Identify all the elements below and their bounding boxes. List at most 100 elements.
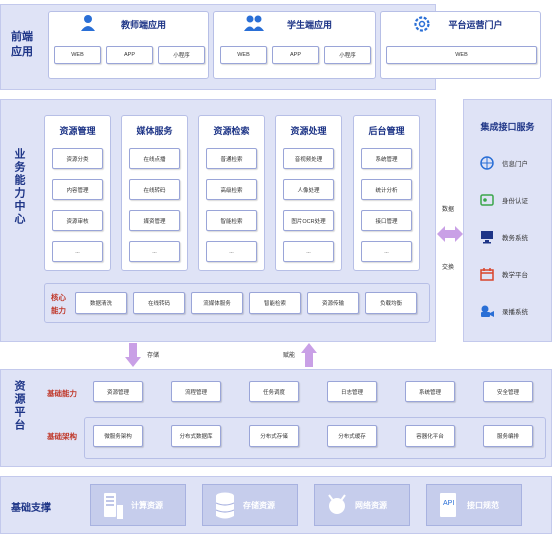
foundation-item-label: 网络资源 — [355, 501, 387, 510]
empower-label: 赋能 — [283, 353, 296, 359]
business-item-button[interactable]: ... — [283, 241, 334, 262]
business-card-title: 媒体服务 — [136, 126, 173, 136]
foundation-item[interactable]: 存储资源 — [202, 484, 298, 526]
core-capability-button[interactable]: 在线转码 — [133, 292, 185, 314]
architecture-button[interactable]: 微服务架构 — [93, 425, 143, 447]
integration-item-label: 身份认证 — [502, 198, 528, 205]
business-item-button[interactable]: ... — [129, 241, 180, 262]
business-item-button[interactable]: 系统管理 — [361, 148, 412, 169]
network-icon — [328, 494, 346, 514]
globe-icon — [480, 156, 494, 170]
foundation-title: 基础支撑 — [11, 503, 51, 514]
business-item-button[interactable]: 内容管理 — [52, 179, 103, 200]
teacher-miniprogram-button[interactable]: 小程序 — [158, 46, 205, 64]
capability-button[interactable]: 任务调度 — [249, 381, 299, 402]
operation-portal-title: 平台运营门户 — [448, 20, 503, 30]
student-app-card: 学生端应用 WEB APP 小程序 — [213, 11, 376, 79]
business-item-button[interactable]: 资源分类 — [52, 148, 103, 169]
foundation-item[interactable]: 网络资源 — [314, 484, 410, 526]
student-web-button[interactable]: WEB — [220, 46, 267, 64]
camera-icon — [481, 305, 494, 317]
student-app-button[interactable]: APP — [272, 46, 319, 64]
business-item-button[interactable]: 图片OCR处理 — [283, 210, 334, 231]
capability-button[interactable]: 系统管理 — [405, 381, 455, 402]
api-doc-icon: API — [440, 493, 456, 517]
operation-portal-card: 平台运营门户 WEB — [380, 11, 541, 79]
business-card-title: 资源检索 — [213, 126, 250, 136]
teacher-web-button[interactable]: WEB — [54, 46, 101, 64]
integration-title: 集成接口服务 — [480, 123, 535, 133]
teacher-app-card: 教师端应用 WEB APP 小程序 — [48, 11, 209, 79]
integration-item[interactable]: 身份认证 — [480, 193, 528, 207]
store-label: 存储 — [147, 353, 160, 359]
capability-button[interactable]: 日志管理 — [327, 381, 377, 402]
integration-item[interactable]: 教学平台 — [480, 267, 528, 281]
core-capability-label: 核心能力 — [51, 293, 66, 315]
teacher-app-button[interactable]: APP — [106, 46, 153, 64]
architecture-button[interactable]: 分布式缓存 — [327, 425, 377, 447]
core-capability-button[interactable]: 智能检索 — [249, 292, 301, 314]
capability-button[interactable]: 资源管理 — [93, 381, 143, 402]
foundation-item[interactable]: API 接口规范 — [426, 484, 522, 526]
business-item-button[interactable]: 资源审核 — [52, 210, 103, 231]
business-card: 资源处理音视频处理人像处理图片OCR处理... — [275, 115, 342, 271]
students-icon — [244, 15, 264, 31]
database-icon — [215, 492, 235, 519]
business-item-button[interactable]: 普通检索 — [206, 148, 257, 169]
exchange-top-label: 数据 — [442, 207, 455, 213]
business-item-button[interactable]: 接口管理 — [361, 210, 412, 231]
business-item-button[interactable]: 在线转码 — [129, 179, 180, 200]
integration-item[interactable]: 信息门户 — [480, 156, 528, 170]
architecture-button[interactable]: 容器化平台 — [405, 425, 455, 447]
business-item-button[interactable]: 高级检索 — [206, 179, 257, 200]
business-item-button[interactable]: 人像处理 — [283, 179, 334, 200]
capability-label: 基础能力 — [47, 389, 77, 398]
frontend-title-text: 前端应用 — [11, 30, 33, 58]
business-item-button[interactable]: 媒资管理 — [129, 210, 180, 231]
capability-button[interactable]: 安全管理 — [483, 381, 533, 402]
resource-title: 资源平台 — [13, 380, 26, 432]
business-item-button[interactable]: 音视频处理 — [283, 148, 334, 169]
integration-item-label: 教学平台 — [502, 272, 528, 279]
business-item-button[interactable]: 在线点播 — [129, 148, 180, 169]
core-capability-button[interactable]: 流媒体服务 — [191, 292, 243, 314]
architecture-button[interactable]: 服务编排 — [483, 425, 533, 447]
computer-icon — [481, 231, 493, 244]
architecture-bar — [84, 417, 546, 459]
portal-web-button[interactable]: WEB — [386, 46, 537, 64]
gear-icon — [414, 16, 430, 32]
calendar-icon — [480, 268, 494, 281]
student-app-title: 学生端应用 — [286, 20, 332, 30]
server-icon — [104, 493, 123, 519]
architecture-label: 基础架构 — [47, 432, 77, 441]
integration-item-label: 信息门户 — [502, 161, 528, 168]
business-item-button[interactable]: ... — [52, 241, 103, 262]
business-item-button[interactable]: ... — [206, 241, 257, 262]
business-card: 资源管理资源分类内容管理资源审核... — [44, 115, 111, 271]
integration-item[interactable]: 教务系统 — [480, 230, 528, 244]
frontend-title: 前端应用 — [7, 29, 37, 59]
core-capability-button[interactable]: 资源传输 — [307, 292, 359, 314]
architecture-button[interactable]: 分布式数据库 — [171, 425, 221, 447]
core-capability-button[interactable]: 数据清洗 — [75, 292, 127, 314]
business-card: 后台管理系统管理统计分析接口管理... — [353, 115, 420, 271]
exchange-bottom-label: 交换 — [442, 265, 455, 271]
business-card: 资源检索普通检索高级检索智能检索... — [198, 115, 265, 271]
teacher-app-title: 教师端应用 — [120, 20, 166, 30]
business-item-button[interactable]: ... — [361, 241, 412, 262]
foundation-item-label: 接口规范 — [467, 501, 499, 510]
student-miniprogram-button[interactable]: 小程序 — [324, 46, 371, 64]
business-item-button[interactable]: 统计分析 — [361, 179, 412, 200]
capability-button[interactable]: 流程管理 — [171, 381, 221, 402]
integration-item[interactable]: 录播系统 — [480, 304, 528, 318]
business-card: 媒体服务在线点播在线转码媒资管理... — [121, 115, 188, 271]
architecture-button[interactable]: 分布式存储 — [249, 425, 299, 447]
id-card-icon — [480, 194, 494, 206]
integration-item-label: 教务系统 — [502, 235, 528, 242]
business-item-button[interactable]: 智能检索 — [206, 210, 257, 231]
down-arrow-icon — [125, 343, 141, 367]
business-card-title: 资源处理 — [290, 126, 327, 136]
foundation-item[interactable]: 计算资源 — [90, 484, 186, 526]
integration-layer: 集成接口服务 — [463, 99, 552, 342]
core-capability-button[interactable]: 负载均衡 — [365, 292, 417, 314]
